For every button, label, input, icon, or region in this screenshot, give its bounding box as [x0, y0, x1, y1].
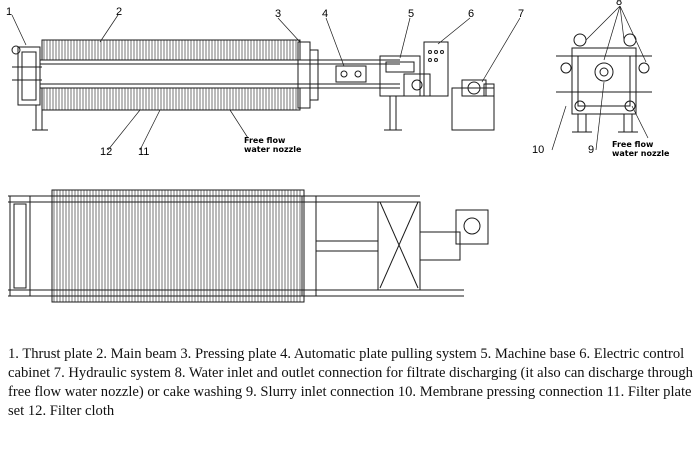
hydraulic-system	[451, 79, 495, 131]
callout-9: 9	[588, 144, 595, 156]
front-leader-lines	[11, 14, 521, 151]
end-nozzle-note-line1: Free flow	[612, 140, 654, 149]
component-legend-caption: 1. Thrust plate 2. Main beam 3. Pressing…	[8, 346, 693, 419]
callout-2: 2	[116, 6, 123, 18]
plate-stack-bottom-frame	[41, 87, 301, 111]
main-beam	[40, 59, 400, 89]
plate-stack-top-frame	[41, 39, 301, 61]
callout-7: 7	[518, 8, 525, 20]
end-view	[551, 5, 652, 151]
end-leader-lines	[551, 5, 649, 151]
filter-plate-set-bottom	[43, 88, 297, 110]
plate-pulling-system	[335, 65, 367, 83]
callout-10: 10	[532, 144, 545, 156]
pressing-plate-plan	[301, 195, 317, 297]
pressing-plate	[297, 41, 319, 109]
callout-1: 1	[6, 6, 13, 18]
callout-5: 5	[408, 8, 415, 20]
callout-12: 12	[100, 146, 113, 158]
machine-base	[379, 55, 431, 131]
filter-plate-set-plan	[53, 190, 301, 302]
filter-plate-set-top	[43, 40, 297, 60]
callout-11: 11	[138, 146, 150, 158]
thrust-plate	[11, 45, 42, 106]
front-nozzle-note-line1: Free flow	[244, 136, 286, 145]
front-nozzle-note: Free flow water nozzle	[244, 136, 301, 154]
end-nozzle-note: Free flow water nozzle	[612, 140, 669, 158]
front-nozzle-note-line2: water nozzle	[244, 145, 302, 154]
front-view	[11, 14, 521, 151]
callout-3: 3	[275, 8, 282, 20]
electric-control-cabinet	[423, 41, 449, 97]
top-view	[8, 189, 489, 303]
hydraulic-unit-plan	[455, 209, 489, 245]
callout-4: 4	[322, 8, 329, 20]
callout-8: 8	[616, 0, 623, 8]
end-nozzle-note-line2: water nozzle	[612, 149, 670, 158]
callout-6: 6	[468, 8, 475, 20]
filter-press-drawing	[8, 5, 652, 303]
